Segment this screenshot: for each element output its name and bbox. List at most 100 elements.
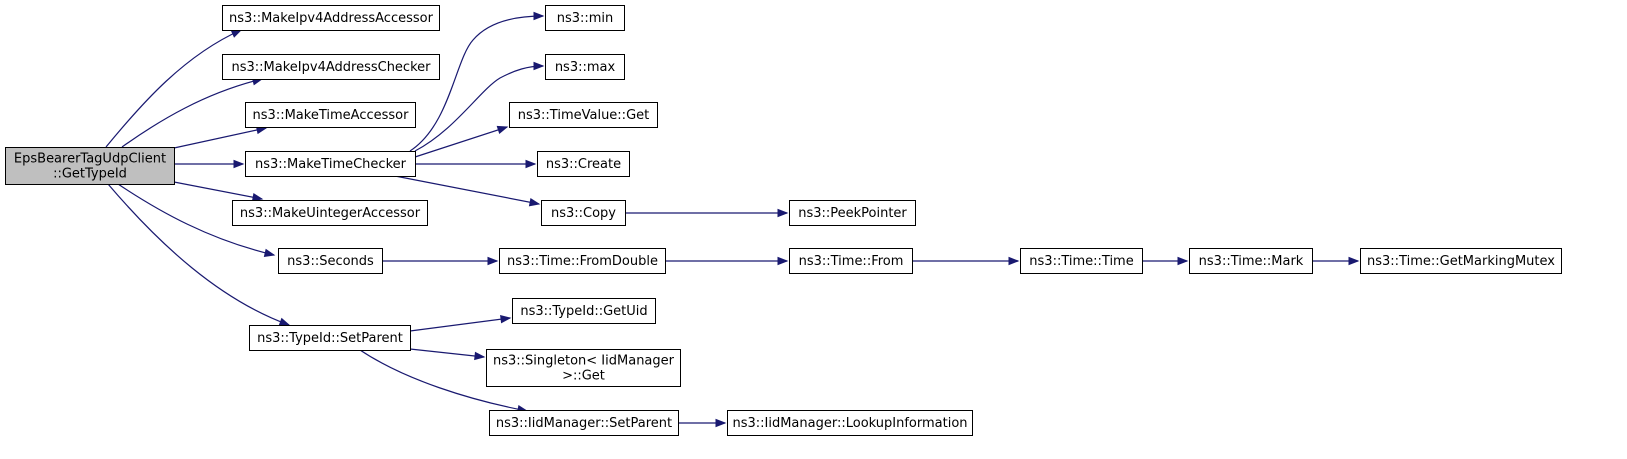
node-box xyxy=(541,200,626,226)
node-seconds[interactable]: ns3::Seconds xyxy=(278,248,383,274)
node-box xyxy=(509,102,658,128)
edge-arrowhead xyxy=(496,125,509,134)
node-min[interactable]: ns3::min xyxy=(545,5,625,31)
edge-seconds-to-fromdouble xyxy=(382,256,499,266)
node-label: ns3::MakeIpv4AddressAccessor xyxy=(229,11,434,26)
edge-line xyxy=(409,317,511,332)
node-copy[interactable]: ns3::Copy xyxy=(541,200,626,226)
edge-line xyxy=(394,175,540,205)
edge-arrowhead xyxy=(487,256,499,266)
node-getuid[interactable]: ns3::TypeId::GetUid xyxy=(512,298,656,324)
node-box xyxy=(245,151,416,177)
node-mk-ipv4-acc[interactable]: ns3::MakeIpv4AddressAccessor xyxy=(222,5,440,31)
edge-root-to-mk-time-acc xyxy=(173,125,268,149)
node-max[interactable]: ns3::max xyxy=(545,54,625,80)
node-box xyxy=(499,248,666,274)
node-singleton[interactable]: ns3::Singleton< IidManager >::Get xyxy=(486,349,681,387)
node-label: ns3::Time::Mark xyxy=(1199,254,1304,269)
node-label: ns3::IidManager::LookupInformation xyxy=(732,416,967,431)
edge-arrowhead xyxy=(500,315,512,324)
edge-line xyxy=(414,126,508,158)
edge-arrowhead xyxy=(777,256,789,266)
node-box xyxy=(489,410,679,436)
edge-arrowhead xyxy=(474,351,486,361)
node-mk-time-chk[interactable]: ns3::MakeTimeChecker xyxy=(245,151,416,177)
node-label: ns3::Seconds xyxy=(287,254,374,269)
edge-line xyxy=(359,349,528,412)
node-box xyxy=(222,5,440,31)
edge-setparent-to-getuid xyxy=(409,315,512,332)
node-label: ns3::PeekPointer xyxy=(798,206,907,221)
node-box xyxy=(5,147,175,185)
edge-line xyxy=(107,183,290,326)
node-label: ns3::Time::Time xyxy=(1029,254,1133,269)
edge-arrowhead xyxy=(715,418,727,428)
nodes-layer: EpsBearerTagUdpClient::GetTypeIdns3::Mak… xyxy=(5,5,1562,436)
edge-mark-to-mutex xyxy=(1312,256,1360,266)
node-label: ns3::MakeIpv4AddressChecker xyxy=(232,60,432,75)
node-label: ns3::Time::FromDouble xyxy=(507,254,658,269)
node-label: ns3::Singleton< IidManager xyxy=(493,354,675,369)
edge-time-to-mark xyxy=(1142,256,1189,266)
edge-mk-time-chk-to-timevalue-get xyxy=(414,125,509,158)
edge-mk-time-chk-to-max xyxy=(414,61,545,152)
edge-arrowhead xyxy=(251,193,264,202)
node-label: ns3::Time::From xyxy=(799,254,904,269)
node-label: ns3::IidManager::SetParent xyxy=(496,416,672,431)
node-box xyxy=(545,54,625,80)
node-label: ns3::Copy xyxy=(551,206,616,221)
edge-arrowhead xyxy=(533,61,545,71)
edge-arrowhead xyxy=(1348,256,1360,266)
node-create[interactable]: ns3::Create xyxy=(537,151,630,177)
node-box xyxy=(278,248,383,274)
edge-mk-time-chk-to-create xyxy=(415,159,537,169)
node-box xyxy=(727,410,973,436)
edge-root-to-seconds xyxy=(117,183,276,257)
edge-mk-time-chk-to-copy xyxy=(394,175,541,207)
node-label: EpsBearerTagUdpClient xyxy=(14,152,166,167)
node-box xyxy=(1360,248,1562,274)
node-from[interactable]: ns3::Time::From xyxy=(789,248,913,274)
edge-line xyxy=(117,183,275,256)
edge-arrowhead xyxy=(233,159,245,169)
edge-root-to-mk-ipv4-acc xyxy=(105,29,243,148)
node-box xyxy=(249,325,411,351)
node-mk-ipv4-chk[interactable]: ns3::MakeIpv4AddressChecker xyxy=(222,54,440,80)
edge-from-to-time xyxy=(912,256,1020,266)
edge-root-to-mk-time-chk xyxy=(174,159,245,169)
node-peekpointer[interactable]: ns3::PeekPointer xyxy=(789,200,916,226)
node-mutex[interactable]: ns3::Time::GetMarkingMutex xyxy=(1360,248,1562,274)
node-label: ns3::MakeTimeChecker xyxy=(255,157,407,172)
node-mk-time-acc[interactable]: ns3::MakeTimeAccessor xyxy=(245,102,416,128)
node-iid-setparent[interactable]: ns3::IidManager::SetParent xyxy=(489,410,679,436)
node-root[interactable]: EpsBearerTagUdpClient::GetTypeId xyxy=(5,147,175,185)
edge-setparent-to-singleton xyxy=(409,348,486,361)
edge-line xyxy=(173,127,267,149)
edge-arrowhead xyxy=(1008,256,1020,266)
node-lookup[interactable]: ns3::IidManager::LookupInformation xyxy=(727,410,973,436)
node-box xyxy=(486,349,681,387)
node-box xyxy=(1020,248,1143,274)
edge-root-to-mk-ipv4-chk xyxy=(121,77,264,148)
node-label: ns3::TypeId::SetParent xyxy=(257,331,403,346)
node-fromdouble[interactable]: ns3::Time::FromDouble xyxy=(499,248,666,274)
edge-arrowhead xyxy=(1177,256,1189,266)
node-setparent[interactable]: ns3::TypeId::SetParent xyxy=(249,325,411,351)
edge-line xyxy=(409,348,485,358)
edge-line xyxy=(121,78,263,148)
edge-line xyxy=(414,65,544,152)
edge-arrowhead xyxy=(230,29,243,38)
node-mark[interactable]: ns3::Time::Mark xyxy=(1189,248,1313,274)
node-box xyxy=(1189,248,1313,274)
node-mk-uint-acc[interactable]: ns3::MakeUintegerAccessor xyxy=(232,200,428,226)
node-box xyxy=(537,151,630,177)
node-timevalue-get[interactable]: ns3::TimeValue::Get xyxy=(509,102,658,128)
node-box xyxy=(245,102,416,128)
node-time[interactable]: ns3::Time::Time xyxy=(1020,248,1143,274)
edge-fromdouble-to-from xyxy=(665,256,789,266)
node-box xyxy=(789,248,913,274)
node-label: ns3::Create xyxy=(546,157,621,172)
edge-line xyxy=(409,15,544,152)
node-box xyxy=(789,200,916,226)
edge-line xyxy=(173,181,263,200)
